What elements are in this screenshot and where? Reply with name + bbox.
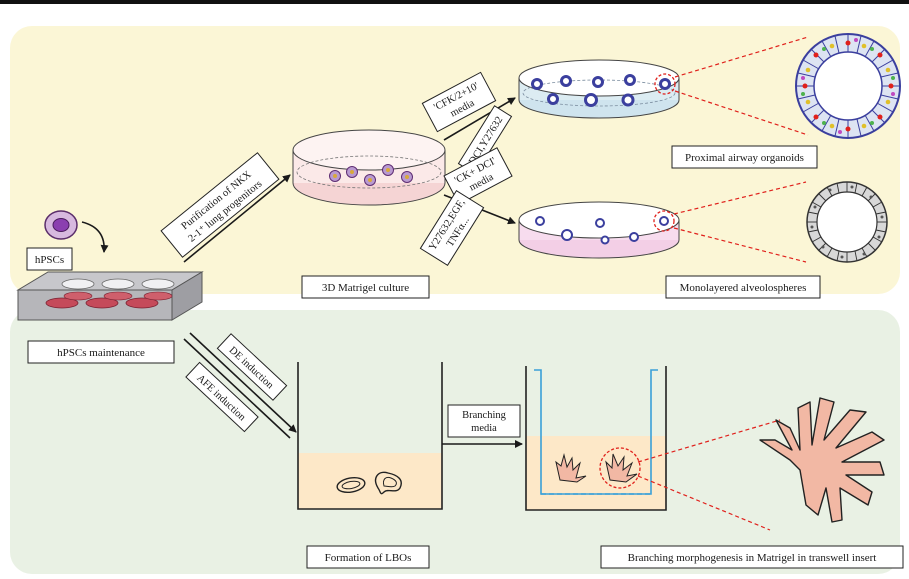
arrow-to-airway — [443, 97, 516, 141]
matrigel-culture-box — [301, 275, 430, 299]
six-well-plate-icon — [16, 271, 204, 321]
branching-morphogenesis-label: Branching morphogenesis in Matrigel in t… — [628, 552, 877, 564]
branching-media-label-1: Branching — [462, 410, 506, 421]
alveolosphere-dish-icon — [518, 201, 680, 259]
alveolospheres-label: Monolayered alveolospheres — [680, 282, 807, 294]
formation-lbos-label: Formation of LBOs — [325, 552, 412, 564]
arrow-to-matrigel — [183, 174, 291, 263]
zoom-line-branch-top — [637, 419, 781, 463]
branching-media-box — [447, 404, 521, 438]
hpscs-maintenance-box — [27, 340, 175, 364]
airway-organoid-icon — [795, 33, 901, 139]
branching-morphogenesis-box — [600, 545, 904, 569]
hpscs-maintenance-label: hPSCs maintenance — [57, 347, 145, 359]
arrow-to-lbos — [189, 332, 297, 433]
alveolosphere-icon — [806, 181, 888, 263]
branching-organoid-icon — [759, 397, 885, 523]
ck-dci-box: 'CK+ DCI' media — [443, 147, 513, 205]
matrigel-dish-icon — [292, 129, 446, 206]
alveolospheres-box — [665, 275, 821, 299]
bottom-panel — [10, 310, 900, 574]
zoom-line-alveoli-bottom — [673, 227, 807, 263]
formation-lbos-box — [306, 545, 430, 569]
branching-media-label-2: media — [471, 423, 497, 434]
cfk-media-box: 'CFK/2+10' media — [421, 71, 497, 133]
transwell-insert-icon — [525, 366, 667, 511]
zoom-line-branch-bottom — [637, 475, 771, 531]
proximal-airway-box — [671, 145, 818, 169]
top-rule — [0, 0, 909, 4]
zoom-line-alveoli-top — [673, 181, 807, 215]
hpsc-cell-icon — [44, 210, 78, 240]
lbo-well-icon — [297, 362, 443, 510]
airway-dish-icon — [518, 59, 680, 119]
hpscs-label: hPSCs — [35, 254, 64, 266]
hpscs-box — [26, 247, 73, 271]
matrigel-culture-label: 3D Matrigel culture — [322, 282, 409, 294]
proximal-airway-label: Proximal airway organoids — [685, 152, 804, 164]
zoom-line-airway-top — [674, 36, 809, 78]
arrow-to-lbos-2 — [183, 338, 291, 439]
zoom-line-airway-bottom — [674, 90, 809, 136]
curved-arrow-icon — [81, 221, 109, 253]
